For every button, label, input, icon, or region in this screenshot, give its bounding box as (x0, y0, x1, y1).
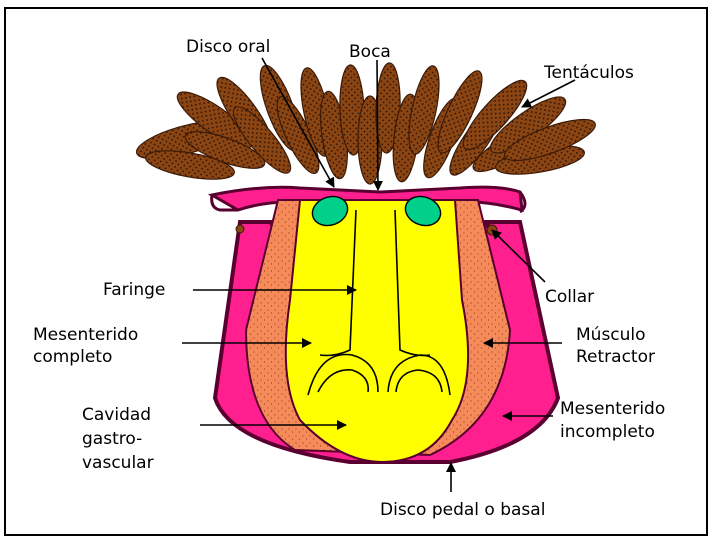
label-collar: Collar (545, 287, 594, 307)
label-cavidad-1: Cavidad (82, 405, 151, 425)
label-cavidad-3: vascular (82, 453, 154, 473)
label-tentaculos: Tentáculos (543, 63, 634, 83)
gastrovascular-cavity (286, 200, 468, 462)
label-faringe: Faringe (103, 280, 165, 300)
collar-knob-left (236, 225, 244, 233)
label-musculo: Músculo (576, 325, 646, 345)
label-retractor: Retractor (576, 347, 655, 367)
label-cavidad-2: gastro- (82, 429, 142, 449)
arrow-boca (377, 60, 378, 190)
label-disco-pedal: Disco pedal o basal (380, 500, 545, 520)
label-mesenterido-incompleto-2: incompleto (560, 422, 655, 442)
label-mesenterido-completo-2: completo (33, 347, 112, 367)
label-disco-oral: Disco oral (186, 37, 270, 57)
label-mesenterido-completo-1: Mesenterido (33, 325, 138, 345)
label-mesenterido-incompleto-1: Mesenterido (560, 399, 665, 419)
label-boca: Boca (349, 42, 391, 62)
